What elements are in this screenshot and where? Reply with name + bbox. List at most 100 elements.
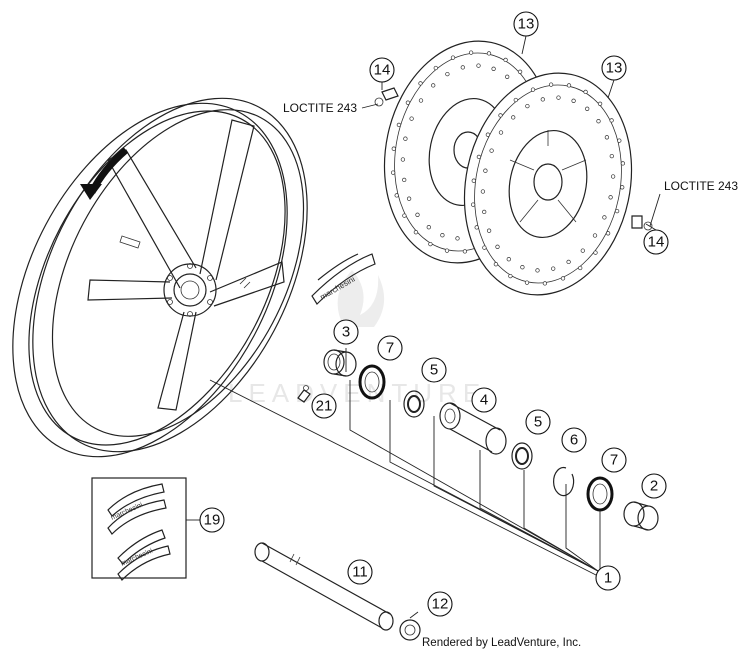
disc-hole: [597, 101, 603, 106]
disc-hole: [596, 119, 601, 124]
disc-hole: [578, 265, 583, 271]
callout-11: 11: [347, 559, 373, 585]
disc-hole: [470, 202, 476, 207]
disc-hole: [409, 116, 414, 121]
disc-hole: [444, 248, 450, 253]
disc-hole: [583, 89, 588, 95]
disc-hole: [400, 157, 406, 162]
seal-7-left: [358, 364, 386, 400]
disc-hole: [455, 236, 460, 241]
seal-7-right: [586, 476, 614, 512]
svg-text:11: 11: [352, 564, 368, 581]
disc-hole: [476, 154, 482, 160]
callout-5-b: 5: [525, 409, 551, 435]
wheel-spindle-11: [254, 542, 394, 631]
disc-hole: [486, 51, 492, 56]
disc-hole: [495, 244, 500, 249]
callout-13-a: 13: [513, 11, 539, 37]
disc-hole: [418, 81, 423, 86]
svg-text:21: 21: [316, 398, 333, 415]
grease-nipple-21: [297, 385, 311, 403]
disc-hole: [535, 268, 540, 273]
disc-hole: [530, 87, 536, 92]
svg-text:5: 5: [430, 362, 438, 379]
disc-hole: [505, 74, 510, 79]
watermark-text: LEADVENTURE: [228, 378, 486, 408]
disc-hole: [556, 95, 561, 100]
disc-hole: [508, 273, 513, 279]
disc-hole: [440, 233, 445, 238]
spacer-4: [439, 402, 507, 455]
disc-hole: [602, 215, 607, 220]
disc-hole: [482, 245, 487, 250]
disc-hole: [489, 148, 494, 153]
disc-hole: [580, 248, 585, 253]
disc-hole: [617, 138, 622, 143]
disc-hole: [566, 259, 571, 265]
disc-hole: [402, 213, 407, 218]
disc-hole: [468, 50, 474, 55]
disc-hole: [566, 83, 572, 88]
disc-hole: [483, 168, 488, 173]
bearing-5-left: [403, 390, 425, 418]
callout-7-a: 7: [377, 335, 403, 361]
svg-text:2: 2: [650, 478, 658, 495]
disc-hole: [485, 132, 491, 137]
svg-text:7: 7: [386, 340, 394, 357]
disc-hole: [585, 106, 590, 111]
disc-hole: [517, 69, 523, 74]
disc-hole: [390, 170, 396, 175]
disc-hole: [605, 231, 611, 236]
disc-hole: [403, 136, 408, 141]
svg-text:4: 4: [480, 392, 488, 409]
callout-12: 12: [427, 591, 453, 617]
disc-hole: [433, 65, 438, 71]
disc-hole: [551, 266, 556, 271]
disc-hole: [460, 65, 465, 70]
svg-text:13: 13: [518, 16, 535, 33]
disc-hole: [610, 174, 616, 179]
callout-4: 4: [471, 387, 497, 413]
disc-hole: [428, 241, 433, 247]
callout-7-b: 7: [601, 447, 627, 473]
spacer-2: [623, 501, 659, 531]
disc-hole: [474, 225, 479, 230]
svg-text:13: 13: [606, 60, 623, 77]
circlip-6: [553, 466, 575, 497]
disc-hole: [540, 97, 545, 102]
render-credit: Rendered by LeadVenture, Inc.: [422, 637, 582, 649]
disc-hole: [471, 178, 476, 183]
disc-hole: [426, 225, 431, 230]
disc-hole: [402, 177, 407, 183]
leader-lines: [186, 35, 661, 619]
svg-text:14: 14: [374, 62, 391, 79]
disc-hole: [511, 115, 516, 120]
disc-hole: [418, 98, 424, 103]
svg-text:3: 3: [342, 324, 350, 341]
disc-hole: [415, 212, 420, 217]
disc-hole: [396, 122, 402, 128]
svg-text:1: 1: [604, 570, 612, 587]
disc-hole: [604, 135, 610, 140]
callout-1: 1: [595, 565, 621, 591]
disc-hole: [542, 281, 548, 286]
disc-bolt-right: [631, 215, 653, 231]
loctite-note-right: LOCTITE 243: [664, 179, 738, 193]
callout-6: 6: [561, 427, 587, 453]
svg-text:7: 7: [610, 452, 618, 469]
bearing-5-right: [511, 442, 533, 470]
disc-hole: [520, 265, 525, 270]
callout-5-a: 5: [421, 357, 447, 383]
disc-hole: [548, 82, 554, 87]
disc-hole: [506, 257, 511, 262]
disc-hole: [524, 280, 530, 285]
watermark: LEADVENTURE: [228, 270, 486, 408]
bearing-3: [323, 349, 357, 377]
disc-bolt-left: [374, 87, 399, 107]
disc-hole: [503, 57, 508, 63]
callout-19: 19: [199, 507, 225, 533]
disc-hole: [609, 153, 614, 159]
disc-hole: [593, 250, 598, 255]
callouts: 13 13 14 14 3 7 5 4 5 6 7 2 1 21 19 11 1…: [199, 11, 669, 617]
